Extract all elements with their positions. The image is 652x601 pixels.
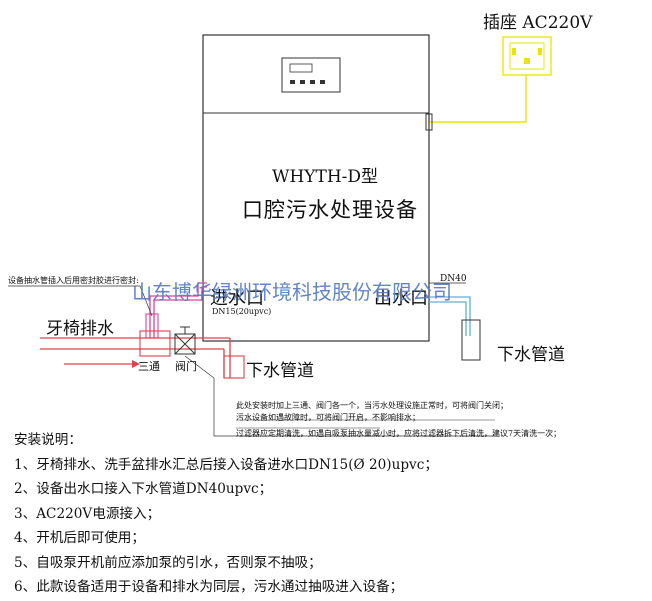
equipment-name: 口腔污水处理设备 [242, 198, 418, 222]
drain-pipe-left-label: 下水管道 [246, 361, 314, 381]
control-button-3 [310, 80, 315, 84]
company-watermark: 山东博华绿洲环境科技股份有限公司 [132, 280, 452, 304]
socket-inner [509, 42, 545, 70]
install-note-item: 4、开机后即可使用； [14, 530, 145, 546]
seal-note-leader [8, 285, 153, 317]
install-notes-title: 安装说明： [14, 432, 82, 448]
control-button-4 [320, 80, 325, 84]
outlet-size-label: DN40 [440, 274, 467, 284]
remark-line-1: 此处安装时加上三通、阀门各一个，当污水处理设施正常时，可将阀门关闭； [236, 401, 508, 410]
outlet-pipe-a [429, 296, 471, 336]
equipment-model: WHYTH-D型 [272, 167, 379, 187]
socket-pin-ground [524, 58, 530, 64]
valve-x2 [174, 333, 196, 355]
drain-fitting-left [223, 355, 245, 379]
outlet-label: 出水口 [374, 288, 428, 309]
equipment-box [202, 34, 430, 342]
flow-arrow-head [132, 360, 140, 368]
install-note-item: 2、设备出水口接入下水管道DN40upvc； [14, 481, 273, 497]
inlet-size-label: DN15(20upvc) [212, 307, 272, 316]
outlet-pipe-b [429, 301, 467, 336]
inlet-pipe-b [153, 286, 207, 338]
inlet-label: 进水口 [210, 288, 264, 309]
control-panel [281, 57, 341, 93]
install-note-item: 5、自吸泵开机前应添加泵的引水，否则泵不抽吸； [14, 554, 322, 571]
control-button-1 [290, 80, 295, 84]
socket-label: 插座 AC220V [483, 13, 593, 33]
seal-note: 设备抽水管插入后用密封胶进行密封: [8, 276, 139, 285]
remark-leader [184, 355, 500, 437]
valve-label: 阀门 [175, 360, 197, 373]
tee-label: 三通 [138, 360, 160, 373]
drain-pipe-right-label: 下水管道 [497, 345, 565, 365]
remark-line-3: 过滤器应定期清洗，如遇自吸泵抽水量减小时，应将过滤器拆下后清洗，建议7天清洗一次… [236, 429, 562, 438]
socket-pin-right [538, 48, 542, 55]
install-note-item: 6、此款设备适用于设备和排水为同层，污水通过抽吸进入设备； [14, 579, 404, 595]
remark-line-2: 污水设备如遇故障时，可将阀门开启，不影响排水； [236, 413, 420, 422]
control-button-2 [300, 80, 305, 84]
outlet-drain-fitting [461, 319, 481, 361]
tee-fitting [139, 330, 171, 357]
control-display [289, 63, 313, 73]
inlet-suction-fitting [145, 313, 159, 339]
install-note-item: 3、AC220V电源接入； [14, 505, 161, 522]
dental-drain-label: 牙椅排水 [46, 319, 114, 339]
power-connector [425, 113, 433, 131]
power-cable [430, 75, 527, 123]
socket-outline [502, 36, 552, 76]
install-note-item: 1、牙椅排水、洗手盆排水汇总后接入设备进水口DN15(Ø 20)upvc； [14, 456, 438, 473]
socket-pin-left [512, 48, 516, 55]
install-notes: 安装说明： 1、牙椅排水、洗手盆排水汇总后接入设备进水口DN15(Ø 20)up… [14, 428, 438, 600]
